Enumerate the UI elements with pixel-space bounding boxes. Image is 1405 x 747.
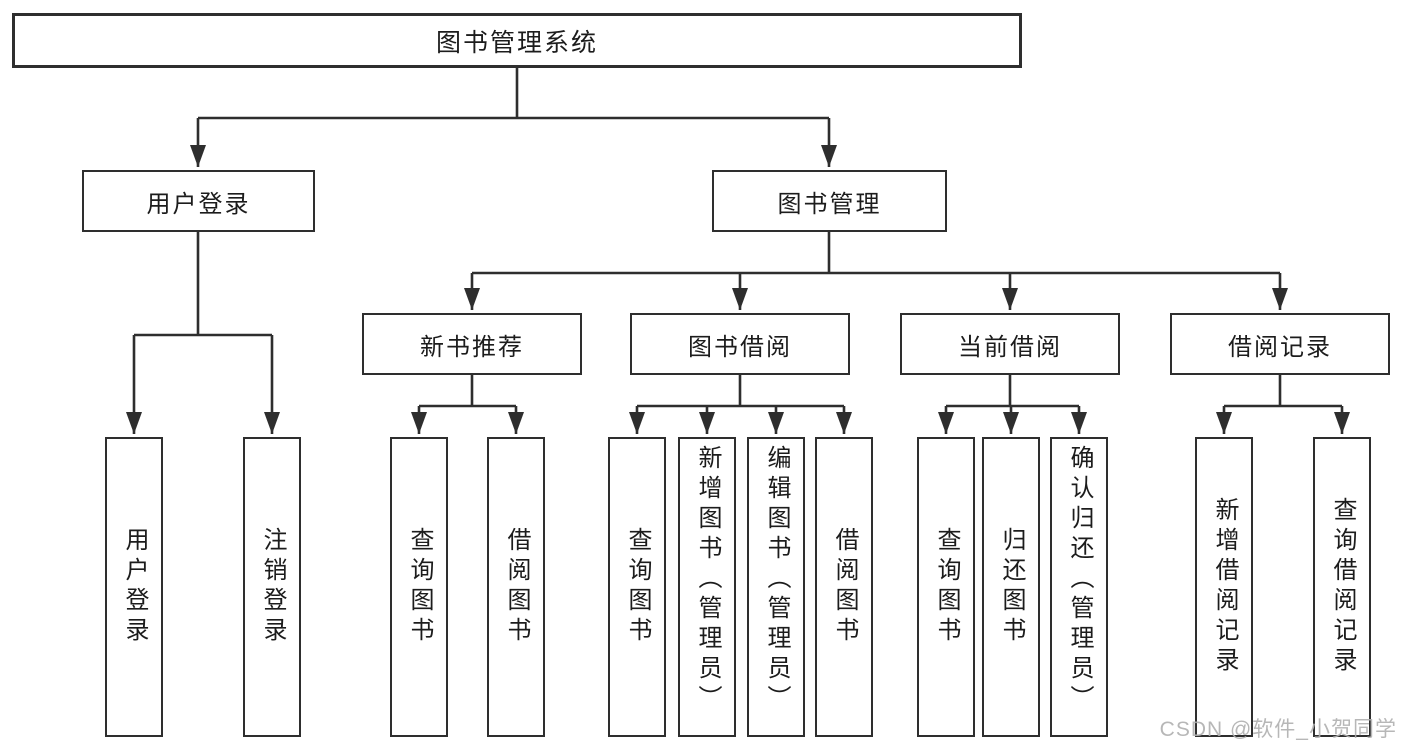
node-leaf-edit-book-admin: 编辑图书（管理员） [747,437,805,737]
leaf-label: 用户登录 [121,527,148,647]
node-leaf-add-borrow-record: 新增借阅记录 [1195,437,1253,737]
leaf-label: 借阅图书 [503,527,530,647]
node-leaf-borrow-books-2: 借阅图书 [815,437,873,737]
node-leaf-query-books-1: 查询图书 [390,437,448,737]
leaf-label: 查询图书 [933,527,960,647]
node-leaf-query-borrow-record: 查询借阅记录 [1313,437,1371,737]
leaf-label: 新增图书（管理员） [694,445,721,715]
node-user-login: 用户登录 [82,170,315,232]
node-book-borrow: 图书借阅 [630,313,850,375]
node-new-book-recommend: 新书推荐 [362,313,582,375]
leaf-label: 借阅图书 [831,527,858,647]
node-leaf-query-books-3: 查询图书 [917,437,975,737]
node-current-borrow: 当前借阅 [900,313,1120,375]
watermark: CSDN @软件_小贺同学 [1159,718,1397,741]
leaf-label: 编辑图书（管理员） [763,445,790,715]
node-leaf-add-book-admin: 新增图书（管理员） [678,437,736,737]
node-leaf-query-books-2: 查询图书 [608,437,666,737]
node-borrow-records: 借阅记录 [1170,313,1390,375]
node-leaf-borrow-books-1: 借阅图书 [487,437,545,737]
leaf-label: 归还图书 [998,527,1025,647]
leaf-label: 查询借阅记录 [1329,497,1356,677]
node-leaf-logout: 注销登录 [243,437,301,737]
leaf-label: 新增借阅记录 [1211,497,1238,677]
leaf-label: 确认归还（管理员） [1066,445,1093,715]
leaf-label: 注销登录 [259,527,286,647]
node-book-management: 图书管理 [712,170,947,232]
leaf-label: 查询图书 [624,527,651,647]
node-leaf-confirm-return-admin: 确认归还（管理员） [1050,437,1108,737]
leaf-label: 查询图书 [406,527,433,647]
node-system-root: 图书管理系统 [12,13,1022,68]
node-leaf-user-login: 用户登录 [105,437,163,737]
node-leaf-return-book: 归还图书 [982,437,1040,737]
